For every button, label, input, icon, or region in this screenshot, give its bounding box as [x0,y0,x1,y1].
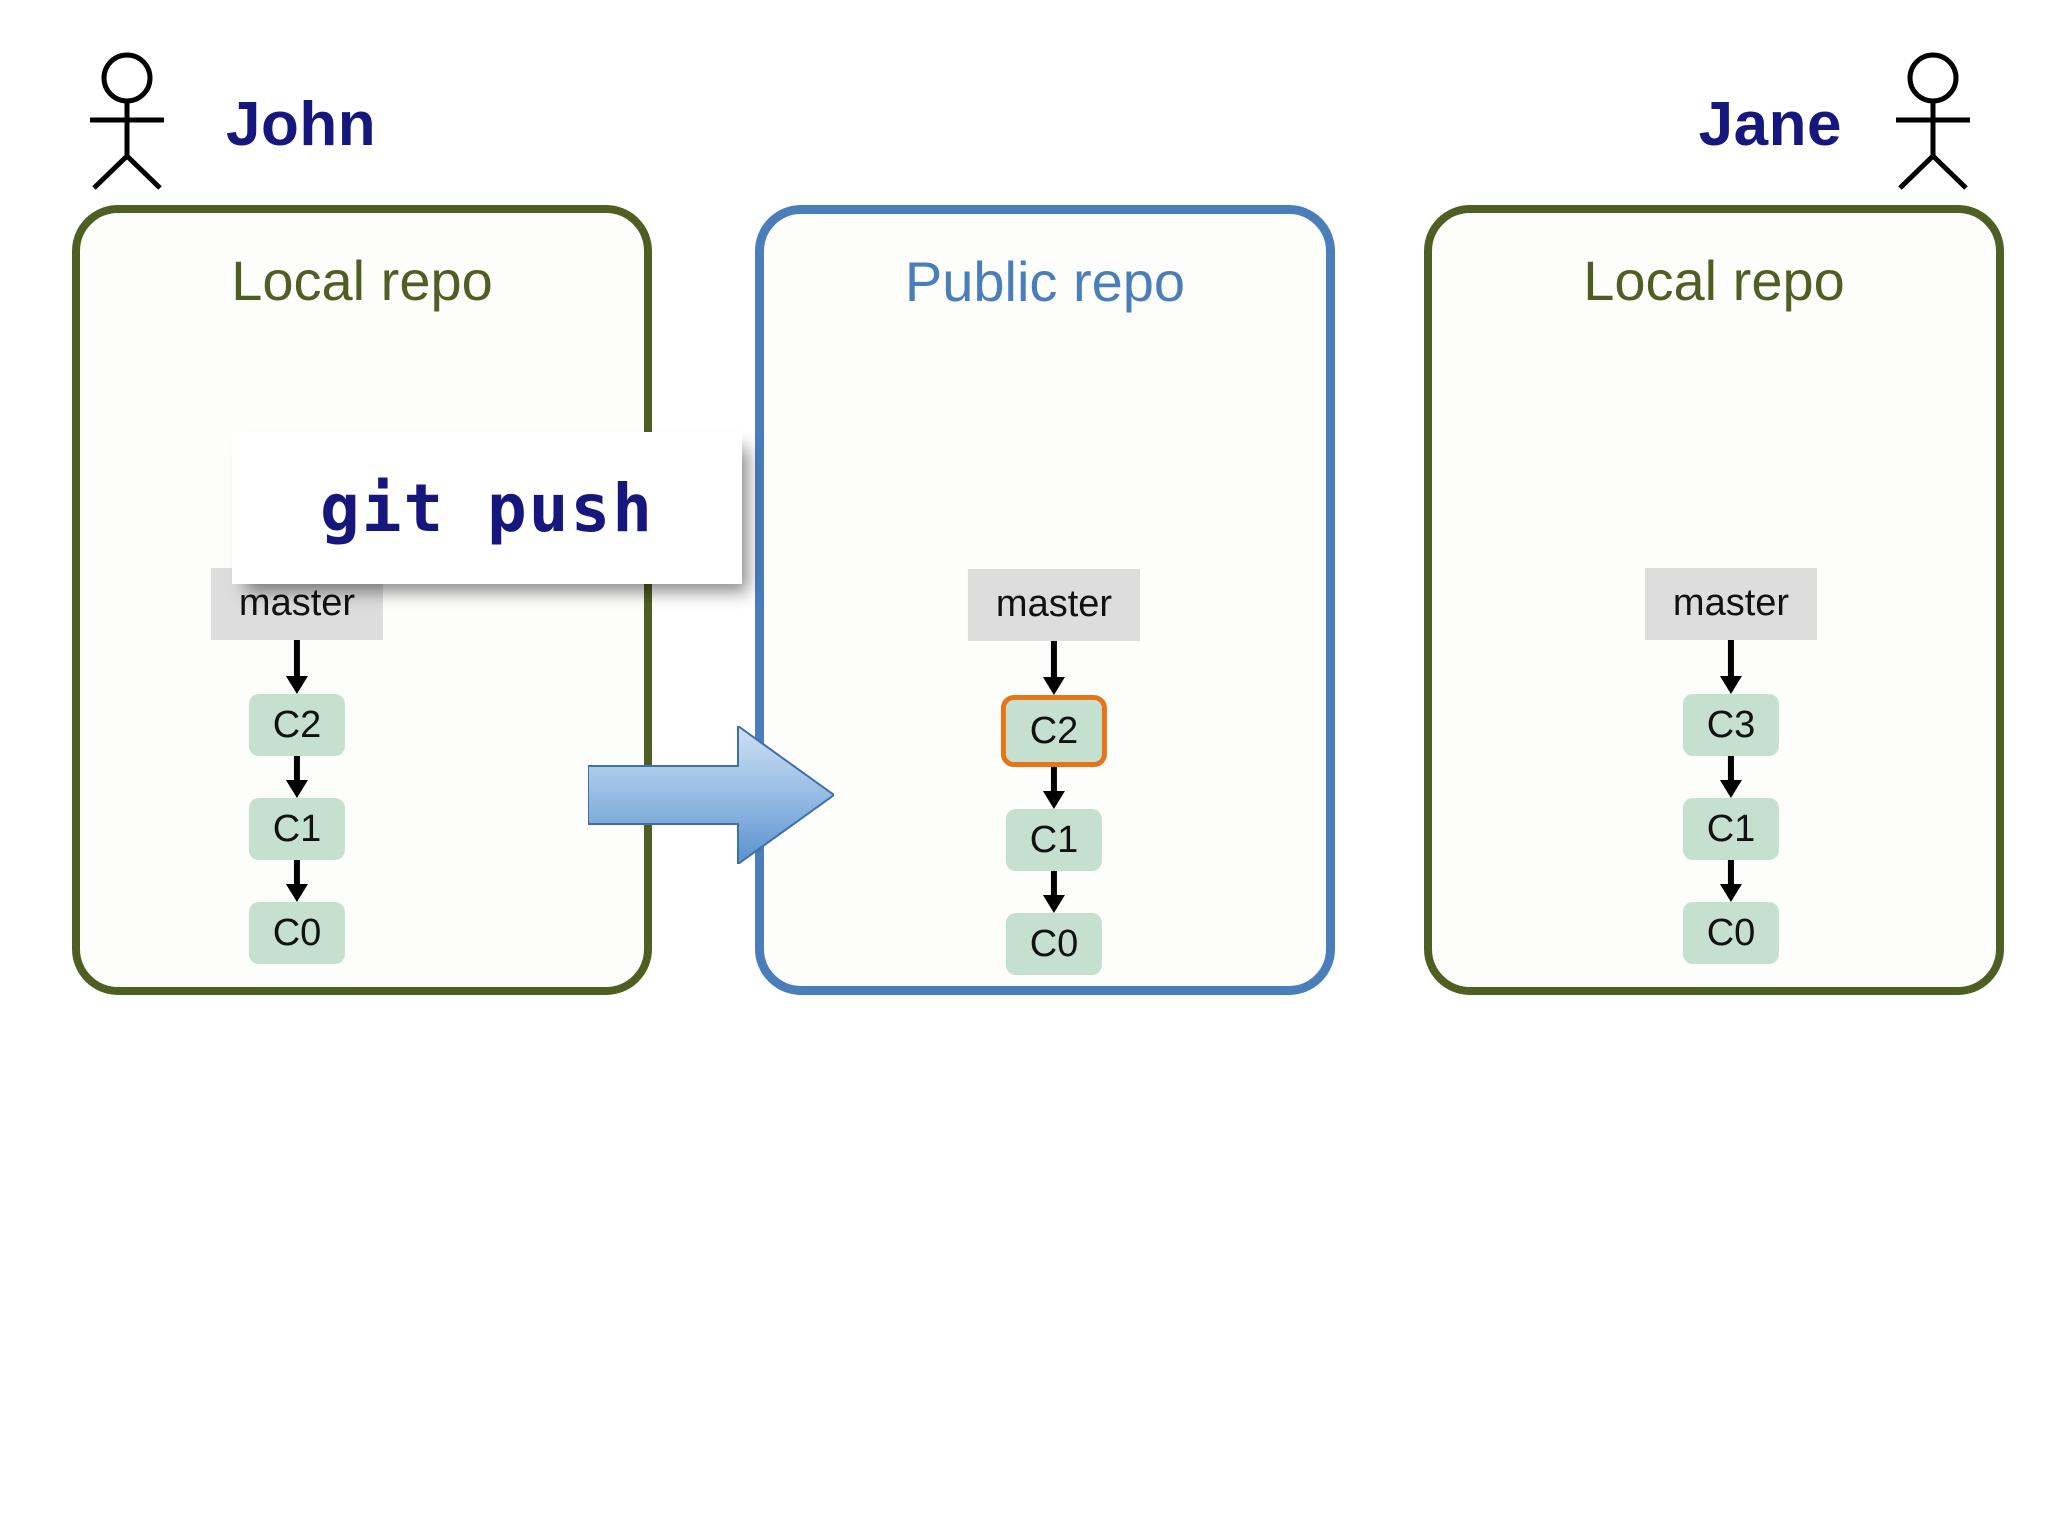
commit-node-c1-public: C1 [1005,809,1102,871]
commit-node-c1-jane: C1 [1682,798,1779,860]
panel-title-jane-local: Local repo [1583,249,1845,312]
command-callout-git-push: git push [232,432,742,584]
commit-graph-jane: master C3 C1 C0 [1644,568,1818,964]
stick-figure-icon [1896,52,1970,190]
commit-node-c2-john: C2 [248,694,345,756]
command-text: git push [320,469,654,547]
panel-john-local-repo: Local repo master C2 C1 C0 [72,205,652,995]
branch-label-master-public: master [967,569,1141,641]
branch-label-master-jane: master [1644,568,1818,640]
actor-name-jane: Jane [1698,90,1842,159]
stick-figure-icon [90,52,164,190]
panel-title-john-local: Local repo [231,249,493,312]
commit-node-c0-public: C0 [1005,913,1102,975]
panel-title-public: Public repo [904,250,1186,313]
panel-public-repo: Public repo master C2 C1 C0 [755,205,1335,995]
commit-node-c1-john: C1 [248,798,345,860]
actor-name-john: John [226,90,377,159]
actor-jane: Jane [1699,52,1982,192]
commit-node-c2-public-highlighted: C2 [1000,695,1107,767]
commit-node-c0-jane: C0 [1682,902,1779,964]
commit-graph-john: master C2 C1 C0 [210,568,384,964]
commit-node-c0-john: C0 [248,902,345,964]
commit-graph-public: master C2 C1 C0 [967,569,1141,975]
commit-node-c3-jane: C3 [1682,694,1779,756]
actor-john: John [78,52,376,192]
panel-jane-local-repo: Local repo master C3 C1 C0 [1424,205,2004,995]
block-arrow-right-icon [588,726,834,864]
